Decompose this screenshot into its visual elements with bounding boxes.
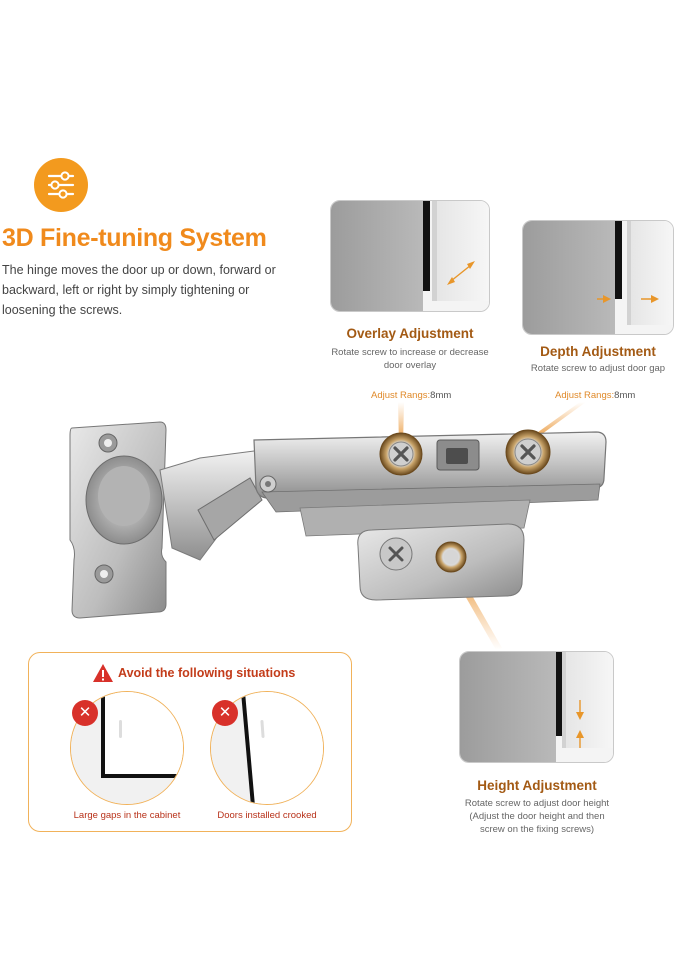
depth-description: Rotate screw to adjust door gap — [530, 363, 666, 374]
depth-title: Depth Adjustment — [540, 344, 656, 359]
depth-illustration — [522, 220, 674, 335]
page-title: 3D Fine-tuning System — [2, 224, 267, 252]
sliders-icon — [34, 158, 88, 212]
avoid-title: Avoid the following situations — [118, 666, 296, 680]
overlay-title: Overlay Adjustment — [346, 326, 474, 341]
height-description: Rotate screw to adjust door height (Adju… — [464, 798, 610, 835]
height-illustration — [459, 651, 614, 763]
error-x-icon: ✕ — [212, 700, 238, 726]
warning-icon — [92, 663, 114, 688]
intro-text: The hinge moves the door up or down, for… — [2, 263, 276, 317]
overlay-illustration — [330, 200, 490, 312]
error-x-icon: ✕ — [72, 700, 98, 726]
crooked-doors-caption: Doors installed crooked — [217, 810, 317, 821]
adjust-range-right: Adjust Rangs:8mm — [555, 390, 636, 401]
adjust-range-left: Adjust Rangs:8mm — [371, 390, 452, 401]
height-title: Height Adjustment — [477, 778, 597, 793]
overlay-description: Rotate screw to increase or decrease doo… — [331, 347, 489, 371]
crooked-door-illustration — [210, 691, 324, 805]
large-gaps-caption: Large gaps in the cabinet — [73, 810, 181, 821]
